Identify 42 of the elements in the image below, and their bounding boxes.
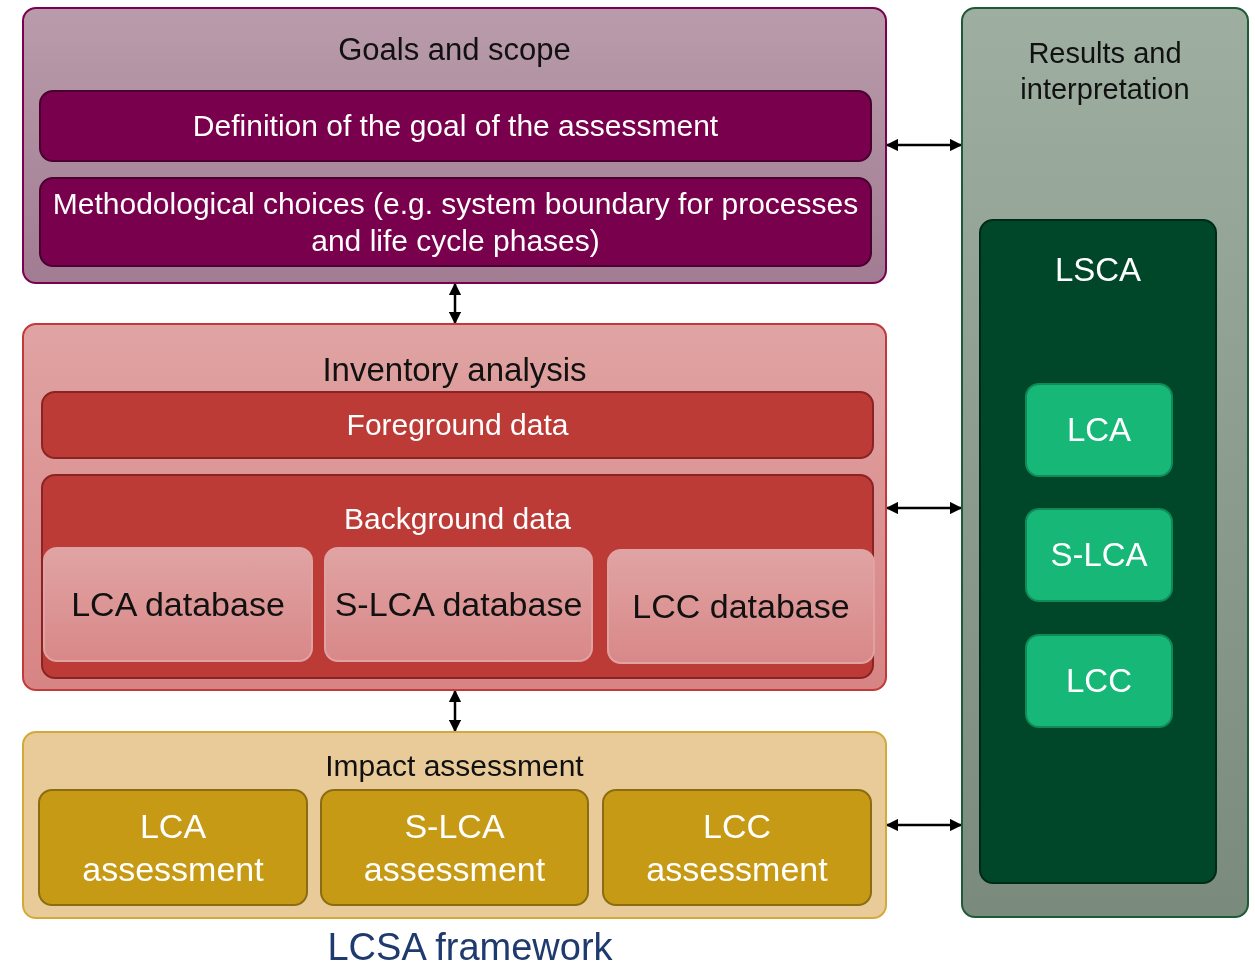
box-label: S-LCA xyxy=(1049,535,1149,576)
process-box xyxy=(1025,508,1173,602)
box-label: LCC assessment xyxy=(645,806,829,890)
box-label: LCA assessment xyxy=(81,806,265,890)
panel-heading: Background data xyxy=(343,501,572,537)
process-box xyxy=(38,789,308,906)
stage-panel xyxy=(22,731,887,919)
panel-heading: Goals and scope xyxy=(337,31,572,69)
box-label: S-LCA assessment xyxy=(362,806,547,890)
box-label: Foreground data xyxy=(345,407,570,444)
arrow xyxy=(448,689,462,733)
group-panel xyxy=(979,219,1217,884)
process-box xyxy=(41,391,874,459)
panel-heading: Results and interpretation xyxy=(1019,36,1191,108)
box-label: LCA xyxy=(1065,410,1133,451)
box-label: S-LCA database xyxy=(333,584,584,626)
stage-panel xyxy=(22,7,887,284)
panel-heading: LSCA xyxy=(1053,250,1143,290)
panel-heading: Impact assessment xyxy=(324,748,585,784)
box-label: Definition of the goal of the assessment xyxy=(191,108,720,145)
process-box xyxy=(320,789,589,906)
arrow xyxy=(885,501,963,515)
process-box xyxy=(1025,383,1173,477)
process-box xyxy=(39,90,872,162)
arrow xyxy=(885,818,963,832)
process-box xyxy=(1025,634,1173,728)
arrow xyxy=(885,138,963,152)
box-label: Methodological choices (e.g. system boundary for processes and life cycle phases) xyxy=(51,185,860,259)
arrow xyxy=(448,282,462,325)
process-box xyxy=(324,547,593,662)
stage-panel xyxy=(22,323,887,691)
diagram-caption: LCSA framework xyxy=(326,926,614,969)
box-label: LCC xyxy=(1065,661,1133,702)
box-label: LCA database xyxy=(70,584,286,626)
process-box xyxy=(607,549,875,664)
process-box xyxy=(602,789,872,906)
process-box xyxy=(39,177,872,267)
box-label: LCC database xyxy=(631,586,851,628)
panel-heading: Inventory analysis xyxy=(321,350,588,390)
group-panel xyxy=(41,474,874,679)
process-box xyxy=(43,547,313,662)
results-panel xyxy=(961,7,1249,918)
